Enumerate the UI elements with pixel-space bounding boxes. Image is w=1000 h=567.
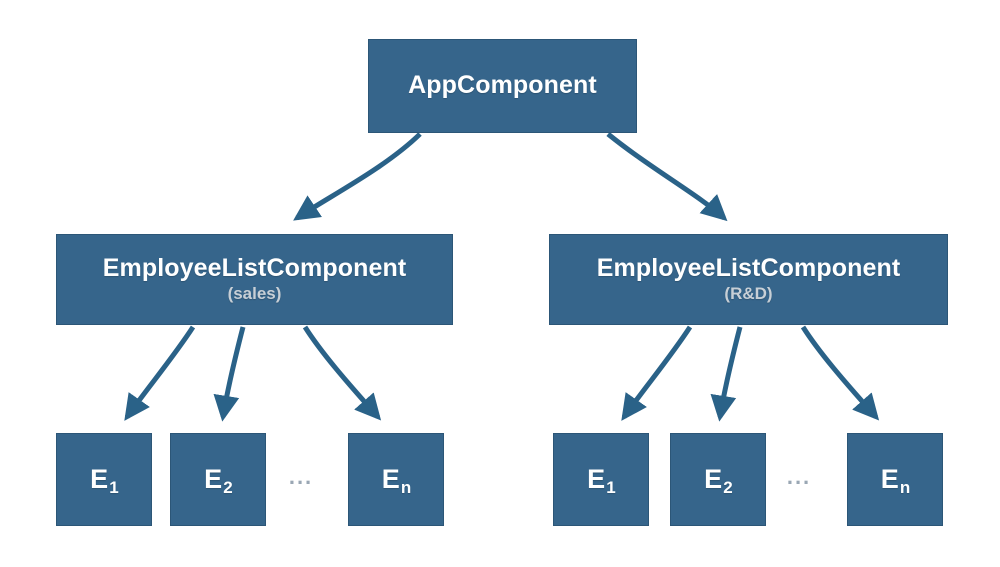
- employee-index: n: [899, 477, 911, 497]
- arrow-rnd-to-en: [800, 325, 880, 421]
- employee-index: 2: [223, 477, 233, 497]
- node-employee-list-sales[interactable]: EmployeeListComponent (sales): [56, 234, 453, 325]
- arrow-sales-to-e1: [124, 325, 196, 421]
- arrow-app-to-rnd: [606, 132, 728, 222]
- employee-index: n: [400, 477, 412, 497]
- employee-index: 2: [723, 477, 733, 497]
- arrow-sales-to-e2: [213, 326, 246, 422]
- node-employee-list-rnd-label: EmployeeListComponent: [596, 254, 901, 283]
- employee-index: 1: [606, 477, 616, 497]
- node-app-component-label: AppComponent: [408, 71, 597, 100]
- node-employee-list-rnd-sublabel: (R&D): [724, 283, 773, 303]
- arrow-rnd-to-e1: [621, 325, 693, 421]
- arrow-app-to-sales: [293, 132, 422, 221]
- employee-base: E: [880, 463, 899, 494]
- employee-base: E: [204, 463, 223, 494]
- ellipsis-rnd: ...: [786, 464, 812, 489]
- node-app-component[interactable]: AppComponent: [368, 39, 637, 133]
- arrow-rnd-to-e2: [710, 326, 743, 422]
- employee-base: E: [381, 463, 400, 494]
- employee-base: E: [704, 463, 723, 494]
- node-employee-list-rnd[interactable]: EmployeeListComponent (R&D): [549, 234, 948, 325]
- node-employee-list-sales-label: EmployeeListComponent: [102, 254, 407, 283]
- node-employee-list-sales-sublabel: (sales): [227, 283, 282, 303]
- arrow-sales-to-en: [302, 325, 382, 421]
- employee-base: E: [90, 463, 109, 494]
- ellipsis-sales: ...: [288, 464, 314, 489]
- employee-index: 1: [109, 477, 119, 497]
- employee-base: E: [587, 463, 606, 494]
